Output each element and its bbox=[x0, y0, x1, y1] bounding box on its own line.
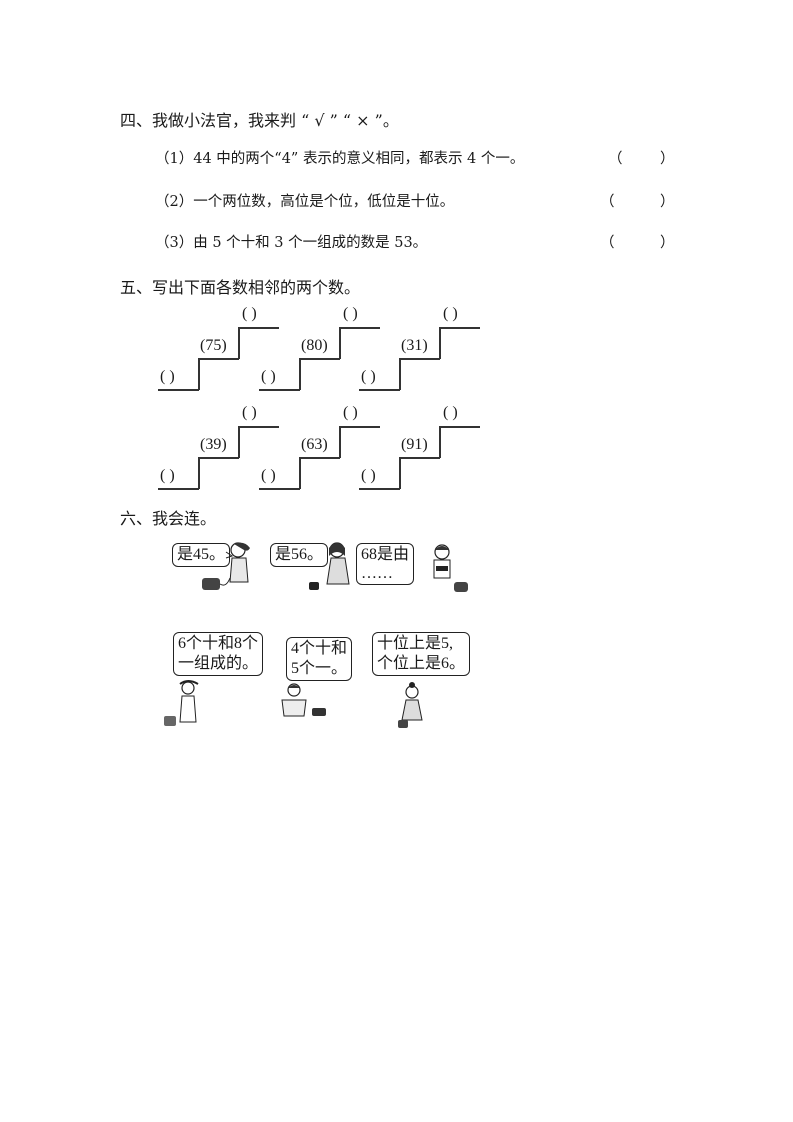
girl-phone-icon bbox=[202, 542, 250, 590]
boy-phone-icon bbox=[281, 683, 326, 717]
judge-answer-2-open[interactable]: （ bbox=[600, 194, 615, 210]
speech-bubble-68-description[interactable]: 6个十和8个 一组成的。 bbox=[173, 632, 264, 676]
judge-answer-2-close: ） bbox=[660, 194, 675, 210]
blank-after[interactable]: ( ) bbox=[343, 305, 358, 322]
boy-phone-icon bbox=[433, 544, 468, 592]
judge-answer-1-close: ） bbox=[660, 151, 675, 167]
bubble-text-line2: 一组成的。 bbox=[178, 655, 259, 672]
judge-answer-3-close: ） bbox=[660, 235, 675, 251]
blank-before[interactable]: ( ) bbox=[361, 467, 376, 484]
bubble-text: 是56。 bbox=[275, 546, 324, 563]
given-number: (75) bbox=[200, 337, 227, 354]
bubble-text: 是45。 bbox=[177, 546, 226, 563]
given-number: (31) bbox=[401, 337, 428, 354]
section-5-title: 五、写出下面各数相邻的两个数。 bbox=[120, 278, 361, 297]
girl-phone-icon bbox=[164, 680, 199, 726]
bubble-text-line1: 68是由 bbox=[361, 546, 410, 563]
bubble-text-line2: …… bbox=[361, 565, 393, 582]
judge-item-2: （2）一个两位数，高位是个位，低位是十位。 bbox=[155, 194, 455, 210]
speech-bubble-56[interactable]: 是56。 bbox=[270, 543, 329, 567]
bubble-text-line2: 5个一。 bbox=[291, 660, 348, 677]
given-number: (63) bbox=[301, 436, 328, 453]
speech-bubble-45[interactable]: 是45。 bbox=[172, 543, 231, 567]
girl-phone-icon bbox=[398, 682, 423, 728]
bubble-text-line1: 6个十和8个 bbox=[178, 635, 259, 652]
section-6-title: 六、我会连。 bbox=[120, 509, 217, 528]
blank-before[interactable]: ( ) bbox=[261, 467, 276, 484]
blank-before[interactable]: ( ) bbox=[160, 467, 175, 484]
bubble-text-line1: 4个十和 bbox=[291, 640, 348, 657]
given-number: (91) bbox=[401, 436, 428, 453]
blank-after[interactable]: ( ) bbox=[443, 404, 458, 421]
girl-phone-icon bbox=[309, 542, 350, 590]
speech-bubble-68[interactable]: 68是由 …… bbox=[356, 543, 415, 585]
speech-bubble-56-description[interactable]: 十位上是5, 个位上是6。 bbox=[372, 632, 471, 676]
section-4-title: 四、我做小法官，我来判 “ √ ” “ × ”。 bbox=[120, 111, 399, 130]
blank-after[interactable]: ( ) bbox=[343, 404, 358, 421]
blank-before[interactable]: ( ) bbox=[160, 368, 175, 385]
bubble-text-line1: 十位上是5, bbox=[377, 635, 454, 652]
blank-after[interactable]: ( ) bbox=[242, 404, 257, 421]
judge-item-3: （3）由 5 个十和 3 个一组成的数是 53。 bbox=[155, 235, 428, 251]
speech-bubble-45-description[interactable]: 4个十和 5个一。 bbox=[286, 637, 353, 681]
blank-before[interactable]: ( ) bbox=[361, 368, 376, 385]
judge-answer-3-open[interactable]: （ bbox=[600, 235, 615, 251]
blank-after[interactable]: ( ) bbox=[242, 305, 257, 322]
given-number: (80) bbox=[301, 337, 328, 354]
judge-answer-1-open[interactable]: （ bbox=[608, 151, 623, 167]
blank-after[interactable]: ( ) bbox=[443, 305, 458, 322]
judge-item-1: （1）44 中的两个“4” 表示的意义相同，都表示 4 个一。 bbox=[155, 151, 525, 167]
blank-before[interactable]: ( ) bbox=[261, 368, 276, 385]
given-number: (39) bbox=[200, 436, 227, 453]
bubble-text-line2: 个位上是6。 bbox=[377, 655, 466, 672]
